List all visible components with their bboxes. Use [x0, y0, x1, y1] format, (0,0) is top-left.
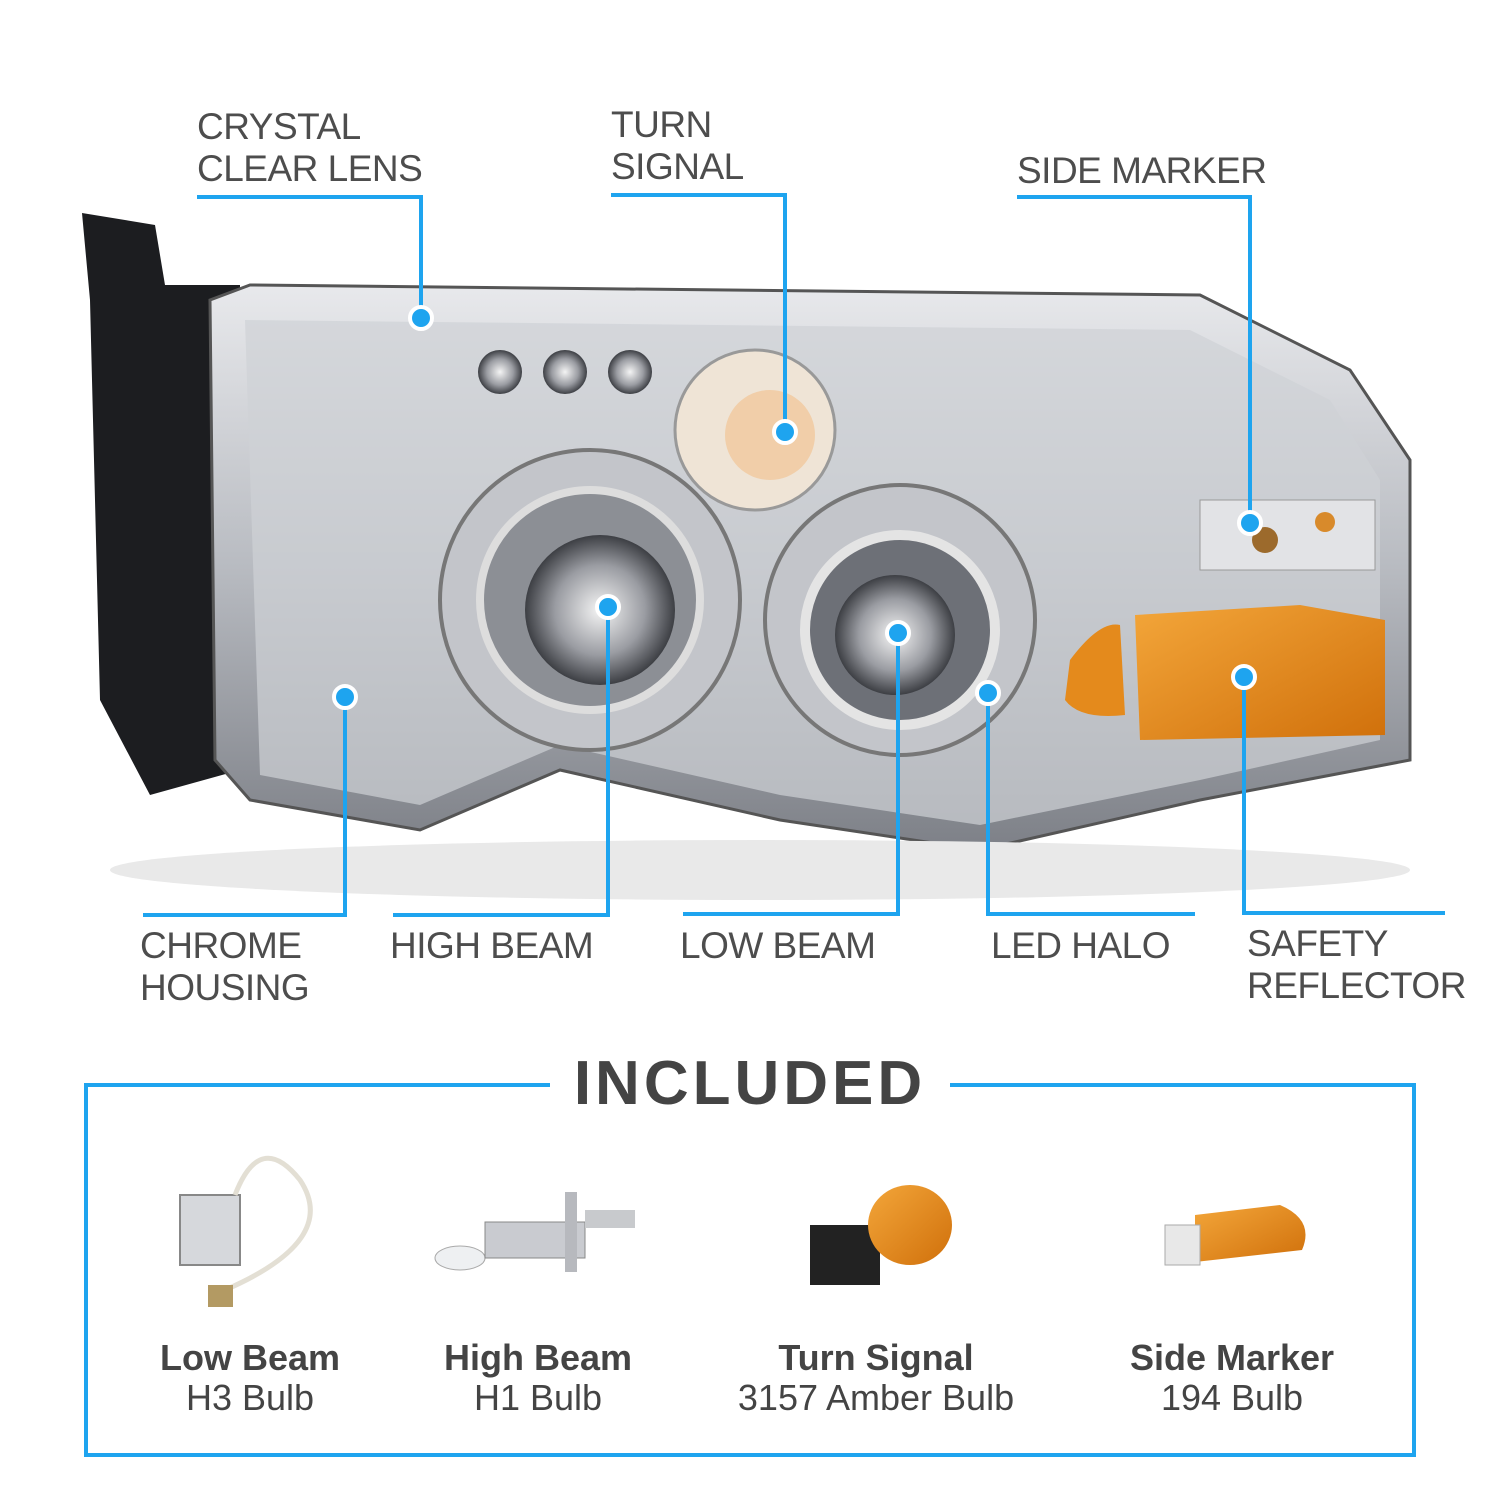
- item-name: Low Beam: [159, 1337, 341, 1378]
- item-bulb: H3 Bulb: [185, 1377, 315, 1418]
- included-item: Low Beam H3 Bulb: [70, 1338, 430, 1418]
- mounting-bracket: [82, 213, 240, 795]
- callout-lines: [84, 193, 1445, 1457]
- callout-side-marker: SIDE MARKER: [1017, 150, 1267, 191]
- callout-led-halo: LED HALO: [991, 925, 1171, 966]
- item-bulb: H1 Bulb: [473, 1377, 603, 1418]
- callout-dots: [332, 305, 1263, 710]
- item-bulb: 3157 Amber Bulb: [737, 1377, 1015, 1418]
- included-title: INCLUDED: [550, 1048, 950, 1119]
- included-item: Side Marker 194 Bulb: [1052, 1338, 1412, 1418]
- item-name: Side Marker: [1129, 1337, 1335, 1378]
- callout-chrome-housing: CHROME HOUSING: [140, 925, 310, 1008]
- callout-high-beam: HIGH BEAM: [390, 925, 594, 966]
- 3157-bulb-image: [810, 1185, 952, 1285]
- 194-bulb-image: [1164, 1205, 1306, 1266]
- h1-bulb-image: [434, 1192, 635, 1272]
- h3-bulb-image: [179, 1155, 313, 1307]
- item-name: High Beam: [443, 1337, 633, 1378]
- item-bulb: 194 Bulb: [1160, 1377, 1304, 1418]
- callout-turn-signal: TURN SIGNAL: [611, 104, 744, 187]
- callout-crystal-clear-lens: CRYSTAL CLEAR LENS: [197, 106, 423, 189]
- callout-safety-reflector: SAFETY REFLECTOR: [1247, 923, 1466, 1006]
- included-item: Turn Signal 3157 Amber Bulb: [676, 1338, 1076, 1418]
- callout-low-beam: LOW BEAM: [680, 925, 876, 966]
- item-name: Turn Signal: [778, 1337, 974, 1378]
- included-item: High Beam H1 Bulb: [358, 1338, 718, 1418]
